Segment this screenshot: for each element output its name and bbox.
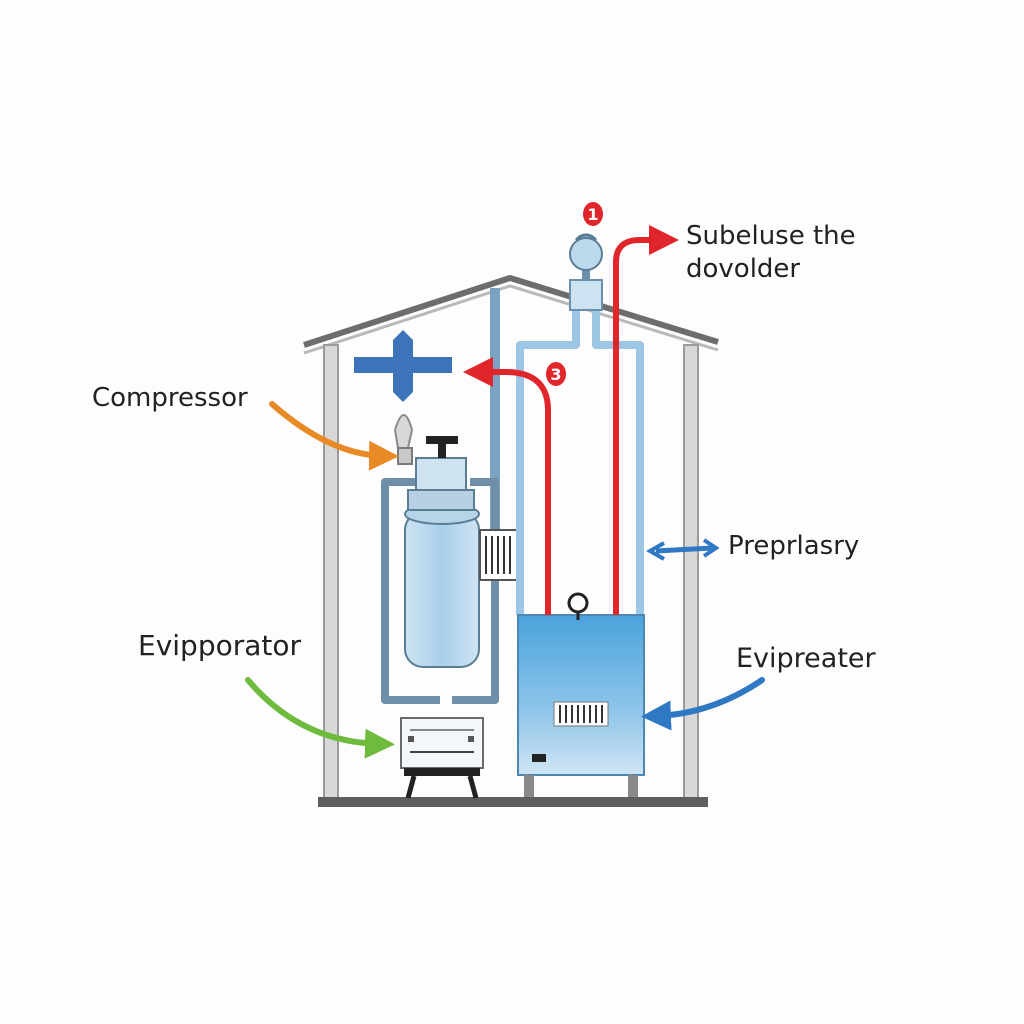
evaporator-left-label: Evipporator bbox=[138, 629, 302, 662]
floor-line bbox=[318, 797, 708, 807]
badge-3: 3 bbox=[546, 362, 566, 386]
roof-line bbox=[303, 275, 719, 348]
compressor-callout-arrow bbox=[269, 401, 399, 471]
evaporator-right-label: Evipreater bbox=[736, 643, 876, 674]
vent-cross-icon bbox=[354, 330, 452, 402]
evaporator-right-callout-arrow bbox=[641, 677, 765, 731]
center-post bbox=[490, 288, 500, 533]
badge-1: 1 bbox=[583, 202, 603, 226]
house-frame bbox=[303, 275, 719, 807]
preprlasry-double-arrow bbox=[645, 538, 720, 561]
tall-pipe-loop bbox=[516, 300, 644, 615]
svg-text:3: 3 bbox=[550, 365, 561, 384]
preprlasry-label: Preprlasry bbox=[728, 531, 860, 561]
red-flow-arrow-1 bbox=[613, 225, 679, 615]
condenser-fin-block bbox=[479, 529, 519, 581]
top-right-label-line2: dovolder bbox=[686, 253, 801, 284]
roof-inner-line bbox=[303, 284, 719, 355]
hot-pipe-lines bbox=[463, 225, 679, 615]
right-wall bbox=[683, 344, 699, 801]
top-valve bbox=[569, 233, 603, 311]
evaporator-unit bbox=[400, 717, 484, 799]
svg-text:1: 1 bbox=[587, 205, 598, 224]
cool-pipe-loop bbox=[381, 478, 499, 704]
top-right-label: Subeluse the dovolder bbox=[686, 220, 856, 285]
main-cabinet bbox=[517, 592, 645, 797]
top-right-label-line1: Subeluse the bbox=[686, 221, 856, 251]
compressor-tank bbox=[393, 414, 480, 668]
evaporator-left-callout-arrow bbox=[245, 677, 395, 759]
compressor-label: Compressor bbox=[92, 383, 248, 413]
red-flow-arrow-3 bbox=[463, 357, 551, 615]
